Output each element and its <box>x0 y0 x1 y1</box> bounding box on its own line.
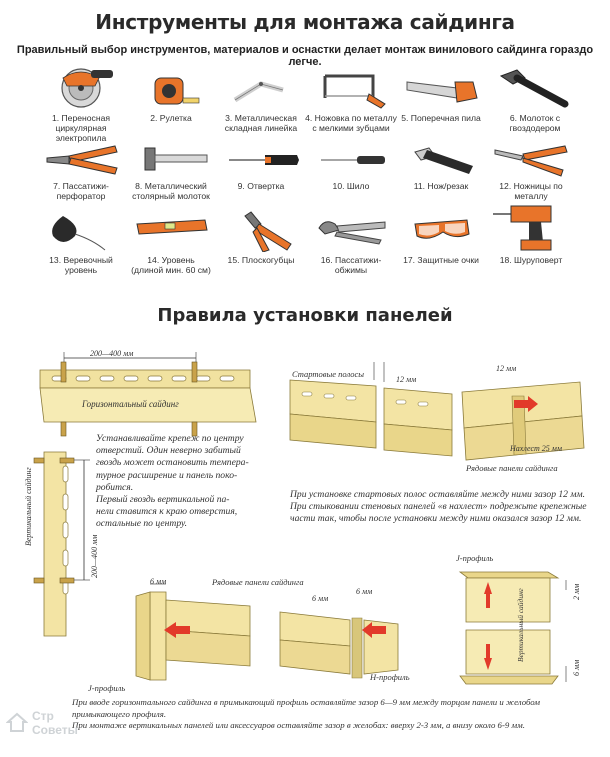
tool-item-metal-shears: 12. Ножницы по металлу <box>482 136 580 201</box>
tool-item-cordless-drill: 18. Шуруповерт <box>482 198 580 265</box>
dim-top-label: 200—400 мм <box>90 349 134 358</box>
j-profile-label: J-профиль <box>88 683 126 693</box>
gap-6mm-label: 6 мм <box>572 659 581 676</box>
gap-6c-label: 6 мм <box>356 587 373 596</box>
gap-12-label: 12 мм <box>396 375 417 384</box>
tool-label: 2. Рулетка <box>150 113 192 123</box>
tool-label: 6. Молоток с гвоздодером <box>509 113 561 133</box>
rules-title: Правила установки панелей <box>157 305 453 326</box>
tool-label: 4. Ножовка по металлу с мелкими зубцами <box>305 113 397 133</box>
tool-item-tape-measure: 2. Рулетка <box>122 64 220 123</box>
punch-pliers-icon <box>46 145 118 175</box>
watermark-line2: Советы <box>32 723 78 737</box>
tool-item-claw-hammer: 6. Молоток с гвоздодером <box>486 64 584 133</box>
joiner-hammer-icon <box>144 147 208 171</box>
dim-side-label: 200—400 мм <box>90 534 99 578</box>
awl-icon <box>321 156 385 164</box>
screwdriver-icon <box>229 155 299 165</box>
tool-item-utility-knife: 11. Нож/резак <box>392 142 490 191</box>
tool-label: 8. Металлический столярный молоток <box>132 181 210 201</box>
hacksaw-icon <box>323 74 386 109</box>
horizontal-siding-label: Горизонтальный сайдинг <box>82 399 179 409</box>
tool-label: 16. Пассатижи- обжимы <box>320 255 382 275</box>
overlap-label: Нахлест 25 мм <box>510 444 562 453</box>
overlap-diagram <box>461 381 585 461</box>
tool-item-locking-pliers: 16. Пассатижи- обжимы <box>302 210 400 275</box>
tool-item-screwdriver: 9. Отвертка <box>212 142 310 191</box>
gap-12b-label: 12 мм <box>496 364 517 373</box>
tool-label: 7. Пассатижи- перфоратор <box>53 181 109 201</box>
j-profile-label-2: J-профиль <box>456 553 494 563</box>
fastening-note: Устанавливайте крепеж по центру отверсти… <box>96 433 249 530</box>
starter-strips-diagram <box>289 362 453 457</box>
page-title: Инструменты для монтажа сайдинга <box>95 10 515 34</box>
tool-label: 1. Переносная циркулярная электропила <box>51 113 111 143</box>
tool-item-flat-pliers: 15. Плоскогубцы <box>212 204 310 265</box>
gap-6a-label: 6 мм <box>150 577 167 586</box>
row-panels-label: Рядовые панели сайдинга <box>466 463 558 473</box>
folding-ruler-icon <box>233 81 284 103</box>
profiles-diagram <box>135 583 399 681</box>
tool-item-awl: 10. Шило <box>302 142 400 191</box>
vertical-siding-label-2: Вертикальный сайдинг <box>516 588 525 662</box>
tool-item-folding-ruler: 3. Металлическая складная линейка <box>212 64 310 133</box>
gap-2mm-label: 2 мм <box>572 583 581 600</box>
tool-item-spirit-level: 14. Уровень (длиной мин. 60 см) <box>122 210 220 275</box>
tool-label: 10. Шило <box>332 181 370 191</box>
metal-shears-icon <box>494 145 568 177</box>
page-subtitle: Правильный выбор инструментов, материало… <box>16 44 594 68</box>
profiles-note: При вводе горизонтального сайдинга в при… <box>72 697 540 730</box>
flat-pliers-icon <box>244 211 292 252</box>
crosscut-saw-icon <box>406 81 478 103</box>
tool-label: 11. Нож/резак <box>413 181 469 191</box>
row-panels-label-2: Рядовые панели сайдинга <box>212 577 304 587</box>
spirit-level-icon <box>136 219 208 235</box>
tool-item-punch-pliers: 7. Пассатижи- перфоратор <box>32 142 130 201</box>
gap-6b-label: 6 мм <box>312 594 329 603</box>
tool-item-crosscut-saw: 5. Поперечная пила <box>392 64 490 123</box>
tool-label: 13. Веревочный уровень <box>49 255 113 275</box>
watermark-line1: Стр <box>32 709 54 723</box>
utility-knife-icon <box>414 147 473 174</box>
tool-item-hacksaw: 4. Ножовка по металлу с мелкими зубцами <box>302 64 400 133</box>
cordless-drill-icon <box>493 205 552 251</box>
house-icon <box>6 712 28 732</box>
tool-label: 12. Ножницы по металлу <box>499 181 563 201</box>
tool-label: 9. Отвертка <box>237 181 285 191</box>
vertical-siding-label: Вертикальный сайдинг <box>24 467 33 546</box>
tape-measure-icon <box>154 77 200 105</box>
tool-label: 17. Защитные очки <box>403 255 479 265</box>
locking-pliers-icon <box>318 221 386 245</box>
h-profile-label: H-профиль <box>370 672 410 682</box>
claw-hammer-icon <box>499 69 569 108</box>
starter-strips-label: Стартовые полосы <box>292 369 365 379</box>
tool-label: 3. Металлическая складная линейка <box>224 113 298 133</box>
tool-item-chalk-line: 13. Веревочный уровень <box>32 210 130 275</box>
tool-label: 5. Поперечная пила <box>401 113 481 123</box>
chalk-line-icon <box>52 216 106 251</box>
tool-item-safety-glasses: 17. Защитные очки <box>392 210 490 265</box>
fastening-diagram <box>33 352 257 637</box>
tool-item-joiner-hammer: 8. Металлический столярный молоток <box>122 142 220 201</box>
starter-note: При установке стартовых полос оставляйте… <box>290 489 587 525</box>
tool-label: 14. Уровень (длиной мин. 60 см) <box>131 255 211 275</box>
vertical-siding-diagram <box>458 571 567 685</box>
tool-label: 18. Шуруповерт <box>499 255 563 265</box>
circular-saw-icon <box>61 68 113 108</box>
tool-label: 15. Плоскогубцы <box>227 255 295 265</box>
tool-item-circular-saw: 1. Переносная циркулярная электропила <box>32 64 130 143</box>
safety-glasses-icon <box>414 219 470 239</box>
